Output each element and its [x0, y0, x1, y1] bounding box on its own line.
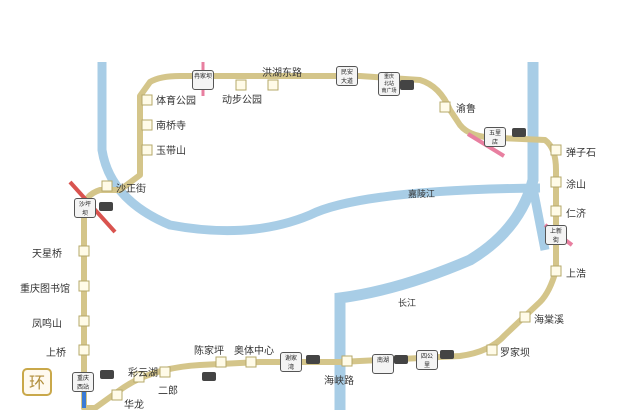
river-label-changjiang: 长江 — [398, 299, 417, 309]
station-markers — [78, 79, 562, 401]
transfer-station-minan[interactable]: 民安 大道 — [336, 66, 358, 86]
station-label-tanzishi[interactable]: 弹子石 — [566, 148, 596, 159]
river-connector — [528, 187, 550, 251]
transfer-station-sigongli[interactable]: 四公 里 — [416, 350, 438, 370]
ring-line-badge: 环 — [22, 368, 52, 396]
transfer-station-transfer2[interactable]: 重庆 北站 南广场 — [378, 72, 400, 96]
transfer-station-chongqingxizhan[interactable]: 重庆 西站 — [72, 372, 94, 392]
river-label-jialing: 嘉陵江 — [408, 190, 436, 200]
station-label-haixialu[interactable]: 海峡路 — [324, 376, 354, 387]
station-label-yudaishan[interactable]: 玉带山 — [156, 146, 186, 157]
station-label-caiyunhu[interactable]: 彩云湖 — [128, 368, 158, 379]
ring-line — [81, 73, 559, 410]
station-label-hualong[interactable]: 华龙 — [124, 400, 144, 411]
station-label-tiyu[interactable]: 体育公园 — [156, 96, 196, 107]
station-label-haitangxi[interactable]: 海棠溪 — [534, 315, 564, 326]
station-label-erlang[interactable]: 二郎 — [158, 386, 178, 397]
transfer-station-xiejiawan[interactable]: 谢家 湾 — [280, 352, 302, 372]
station-label-renji[interactable]: 仁济 — [566, 209, 586, 220]
transfer-station-shapingba[interactable]: 沙坪 坝 — [74, 198, 96, 218]
transfer-station-wulidian[interactable]: 五里 店 — [484, 127, 506, 147]
river-left — [97, 62, 541, 236]
river-right — [334, 62, 539, 410]
station-label-hongxi[interactable]: 洪湖东路 — [262, 68, 302, 79]
station-label-tushan[interactable]: 涂山 — [566, 180, 586, 191]
transfer-station-ranjiaba[interactable]: 冉家坝 — [192, 70, 214, 90]
transfer-station-shangxinjie[interactable]: 上新 街 — [545, 225, 567, 245]
station-label-chenjiaping[interactable]: 陈家坪 — [194, 346, 224, 357]
train-icons — [99, 80, 526, 381]
station-label-dongbu[interactable]: 动步公园 — [222, 95, 262, 106]
station-label-fengmingshan[interactable]: 凤鸣山 — [32, 319, 62, 330]
station-label-shangqiao[interactable]: 上桥 — [46, 348, 66, 359]
station-label-nanqiaosi[interactable]: 南桥寺 — [156, 121, 186, 132]
station-label-luojiaba[interactable]: 罗家坝 — [500, 348, 530, 359]
station-label-shanghao[interactable]: 上浩 — [566, 269, 586, 280]
station-label-library[interactable]: 重庆图书馆 — [20, 284, 70, 295]
station-label-aotizhongxin[interactable]: 奥体中心 — [234, 346, 274, 357]
transfer-station-nanhu[interactable]: 南湖 — [372, 354, 394, 374]
station-label-shazhengjie[interactable]: 沙正街 — [116, 184, 146, 195]
station-label-yulu[interactable]: 渝鲁 — [456, 104, 476, 115]
station-label-tianxingqiao[interactable]: 天星桥 — [32, 249, 62, 260]
